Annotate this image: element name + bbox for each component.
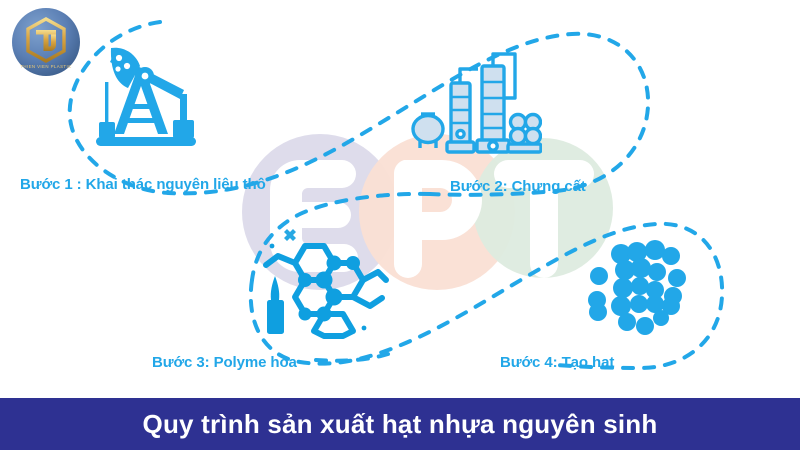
pumpjack-rung-1 [129,104,153,109]
logo-monogram [36,30,56,51]
polymer-branch-right-2 [350,294,385,309]
refinery-tower-a-base [445,140,476,154]
sparkle-dot-2 [361,325,367,331]
polymer-hex-4 [311,311,356,339]
refinery-tower-b [480,64,506,146]
refinery-tower-b-valve [487,140,499,152]
pumpjack-base [96,137,196,146]
ampoule-neck [270,276,280,300]
polymer-node-7 [298,307,312,321]
flow-segment-top [67,20,651,197]
polymer-node-2 [326,255,342,271]
polymer-sparkles [269,229,367,331]
step-1-label: Bước 1 : Khai thác nguyên liệu thô [20,176,266,193]
refinery-tower-a-trays [451,95,470,125]
pumpjack-polish-rod [105,82,109,126]
step-4-label: Bước 4: Tạo hạt [500,354,615,371]
step-3-label: Bước 3: Polyme hóa [152,354,297,371]
polymer-branch-right [360,269,389,283]
sparkle-dot-1 [269,243,275,249]
refinery-tower-b-trays [482,80,504,130]
polymer-node-1 [315,271,333,289]
polymer-node-4 [298,273,312,287]
pumpjack-pitman-arm [180,94,187,124]
company-logo: THIEN VIEN PLASTIC [12,8,80,76]
polymer-node-6 [346,256,360,270]
pumpjack-pivot-hole [141,72,149,80]
flow-segment-middle [250,191,432,282]
bottom-banner: Quy trình sản xuất hạt nhựa nguyên sinh [0,398,800,450]
plastic-pellets-icon [588,240,686,335]
flow-segment-bottom [248,221,725,371]
refinery-drum-base [506,142,542,154]
polymer-nodes [298,255,360,322]
pumpjack-rung-2 [124,118,158,123]
oil-pumpjack-icon [96,47,196,146]
refinery-distillation-towers-icon [411,52,542,154]
polymer-ampoule [267,276,284,334]
refinery-sphere-tank [411,113,445,145]
flow-tail-step3 [314,352,390,363]
step-2-label: Bước 2: Chưng cất [450,178,586,195]
pumpjack-crank-box [173,120,194,138]
polymer-node-5 [316,306,332,322]
pumpjack-bolt-2 [123,62,131,70]
polymer-branch-left [263,253,298,268]
logo-monogram-swash [45,34,56,51]
ampoule-body [267,300,284,334]
logo-hexagon-outline [26,17,66,63]
logo-caption: THIEN VIEN PLASTIC [20,64,71,69]
banner-title: Quy trình sản xuất hạt nhựa nguyên sinh [142,408,658,439]
refinery-tower-a-valve [455,128,466,140]
refinery-pipe-a [458,67,478,83]
polymer-node-3 [325,288,343,306]
polymer-molecule-icon [263,229,389,339]
pumpjack-bolt-3 [115,66,121,72]
pellet-cluster [588,240,686,335]
pumpjack-wellhead [99,122,115,138]
refinery-sphere-legs [418,140,438,148]
refinery-pipe-b [491,52,517,100]
refinery-drum-3 [508,126,528,146]
refinery-drum-4 [523,126,542,146]
pumpjack-bolt-1 [115,54,123,62]
sparkle-cross [284,229,296,241]
